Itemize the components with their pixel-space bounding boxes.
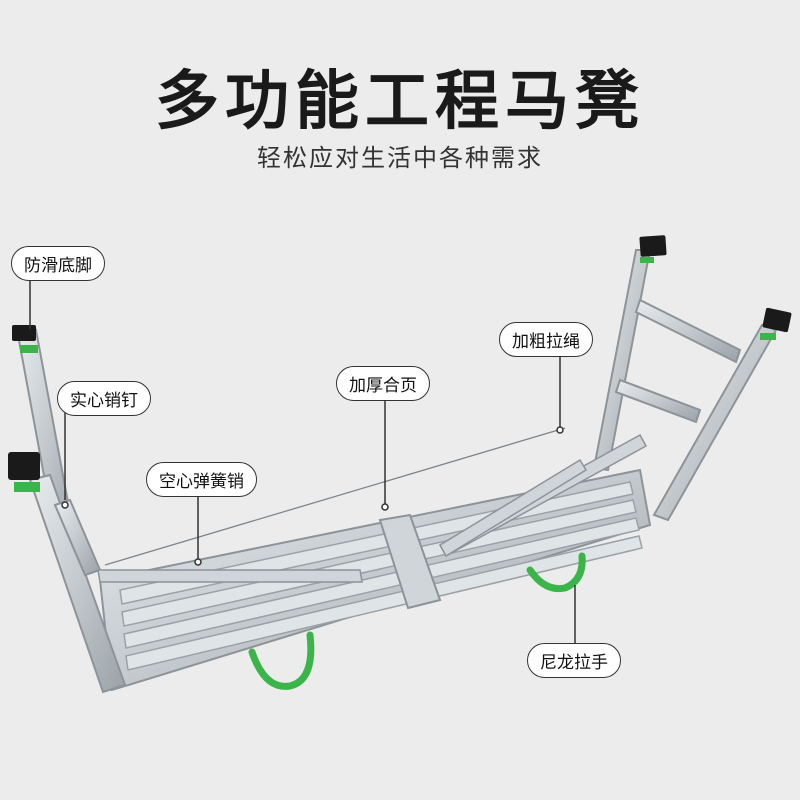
green-bands	[14, 257, 776, 492]
right-leg-frame	[592, 249, 778, 522]
callout-thick-rope: 加粗拉绳	[499, 322, 593, 357]
diagonal-braces	[97, 433, 648, 583]
callout-hollow-spring-pin: 空心弹簧销	[146, 462, 257, 497]
page-subtitle: 轻松应对生活中各种需求	[257, 144, 543, 172]
callout-nylon-handle: 尼龙拉手	[527, 643, 621, 678]
callout-thick-hinge: 加厚合页	[336, 366, 430, 401]
callout-leaders	[29, 275, 576, 645]
center-hinge-bar	[378, 513, 442, 610]
page-title: 多功能工程马凳	[155, 65, 645, 139]
nylon-handles	[248, 552, 586, 690]
anti-slip-feet	[8, 235, 792, 480]
callout-anti-slip-feet: 防滑底脚	[11, 246, 105, 281]
pull-rope-line	[104, 427, 566, 566]
left-leg-frame	[16, 328, 127, 694]
callout-solid-pin: 实心销钉	[57, 381, 151, 416]
callout-dots	[61, 426, 564, 566]
